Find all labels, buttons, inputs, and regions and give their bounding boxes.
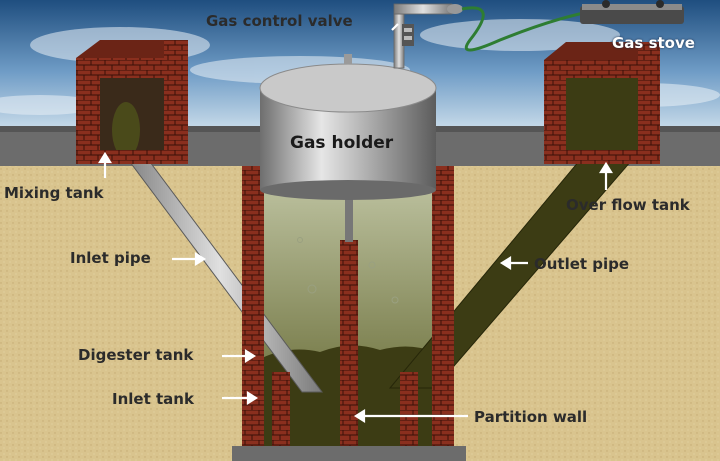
label-inlet-pipe: Inlet pipe	[70, 249, 151, 267]
base-slab	[232, 446, 466, 461]
label-partition-wall: Partition wall	[474, 408, 588, 426]
label-inlet-tank: Inlet tank	[112, 390, 194, 408]
overflow-tank	[544, 42, 660, 164]
inlet-tank-wall	[272, 372, 290, 448]
digester-wall-right	[432, 166, 454, 448]
gas-hose	[461, 6, 601, 52]
gas-control-valve	[393, 3, 463, 69]
label-mixing-tank: Mixing tank	[4, 184, 104, 202]
gas-bubbles	[297, 237, 399, 304]
digester-wall-left	[242, 166, 264, 448]
label-digester-tank: Digester tank	[78, 346, 194, 364]
guide-rod	[345, 190, 353, 242]
label-gas-control-valve: Gas control valve	[206, 12, 353, 30]
gas-holder-drum	[259, 54, 437, 200]
outlet-tank-wall	[400, 372, 418, 448]
label-over-flow-tank: Over flow tank	[566, 196, 690, 214]
label-outlet-pipe: Outlet pipe	[534, 255, 630, 273]
partition-wall	[340, 240, 358, 448]
label-gas-holder: Gas holder	[290, 133, 394, 153]
gas-stove	[580, 0, 684, 24]
mixing-tank	[76, 40, 188, 164]
label-gas-stove: Gas stove	[612, 34, 695, 52]
label-arrows	[98, 23, 613, 423]
